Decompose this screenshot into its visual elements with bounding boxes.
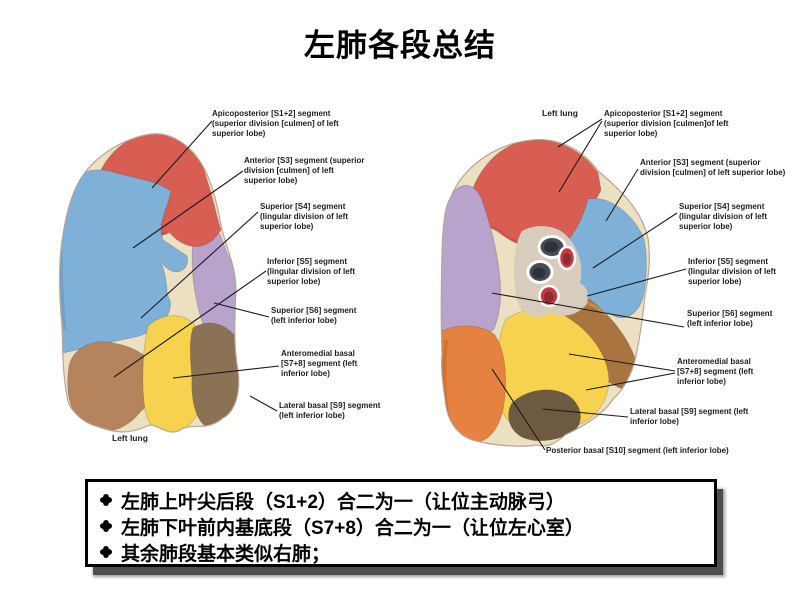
left-lung-medial-illustration (440, 139, 650, 447)
note-item: 左肺下叶前内基底段（S7+8）合二为一（让位左心室） (100, 513, 702, 539)
segment-s9-region (189, 322, 239, 430)
segment-label-s4: Superior [S4] segment (lingular division… (260, 202, 348, 231)
segment-label-s1-2: Apicoposterior [S1+2] segment (superior … (604, 109, 729, 138)
clover-bullet-icon (100, 494, 112, 506)
pulmonary-vessel-icon (538, 284, 560, 308)
segment-label-s3: Anterior [S3] segment (superior division… (640, 158, 786, 177)
segment-label-s5: Inferior [S5] segment (lingular division… (688, 257, 776, 286)
note-item: 其余肺段基本类似右肺； (100, 539, 702, 565)
clover-bullet-icon (100, 520, 112, 532)
note-text: 左肺上叶尖后段（S1+2）合二为一（让位主动脉弓） (121, 491, 565, 513)
left-lung-lateral-illustration (59, 133, 240, 433)
segment-s3-shading (59, 249, 67, 331)
segment-label-s1-2: Apicoposterior [S1+2] segment (superior … (212, 109, 339, 138)
segment-label-s10: Posterior basal [S10] segment (left infe… (546, 446, 729, 455)
segment-label-s5: Inferior [S5] segment (lingular division… (267, 257, 355, 286)
summary-notes-box: 左肺上叶尖后段（S1+2）合二为一（让位主动脉弓） 左肺下叶前内基底段（S7+8… (85, 479, 717, 567)
pulmonary-vessel-icon (557, 245, 577, 271)
figure-caption-left-lung: Left lung (542, 108, 578, 118)
note-text: 其余肺段基本类似右肺； (121, 543, 331, 565)
note-text: 左肺下叶前内基底段（S7+8）合二为一（让位左心室） (121, 517, 584, 539)
segment-label-s9: Lateral basal [S9] segment (left inferio… (279, 401, 381, 420)
segment-s10-region (441, 325, 506, 443)
segment-label-s3: Anterior [S3] segment (superior division… (244, 156, 365, 185)
clover-bullet-icon (100, 546, 112, 558)
segment-label-s6: Superior [S6] segment (left inferior lob… (271, 306, 357, 325)
segment-label-s7-8: Anteromedial basal [S7+8] segment (left … (281, 349, 358, 378)
bronchus-icon (526, 260, 554, 284)
segment-label-s9: Lateral basal [S9] segment (left inferio… (630, 407, 749, 426)
segment-label-s7-8: Anteromedial basal [S7+8] segment (left … (677, 357, 754, 386)
note-item: 左肺上叶尖后段（S1+2）合二为一（让位主动脉弓） (100, 487, 702, 513)
page-title: 左肺各段总结 (304, 28, 496, 63)
segment-label-s6: Superior [S6] segment (left inferior lob… (687, 309, 773, 328)
figure-caption-left-lung: Left lung (112, 433, 148, 443)
segment-label-s4: Superior [S4] segment (lingular division… (679, 202, 767, 231)
leader-line (249, 395, 278, 412)
